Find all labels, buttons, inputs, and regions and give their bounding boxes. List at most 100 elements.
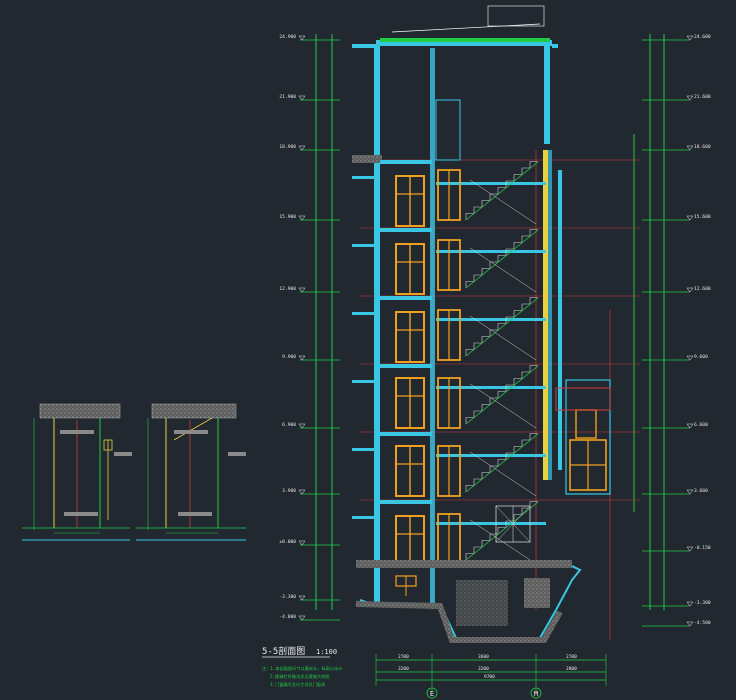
floor-slab — [352, 516, 374, 519]
drawing-title: 5-5剖面图 — [262, 645, 305, 657]
elevation-marker — [686, 546, 694, 552]
main-section — [352, 5, 640, 692]
elevation-label-right: 3.600 — [694, 488, 708, 494]
stair-rail — [465, 229, 539, 289]
elevation-label-left: 3.900 — [282, 488, 296, 494]
elevation-marker — [298, 423, 306, 429]
stair-flight — [465, 365, 538, 424]
stair-rail — [465, 433, 539, 493]
elevation-label-right: 6.600 — [694, 422, 708, 428]
elevation-label-left: 12.900 — [279, 286, 296, 292]
elevation-label-left: 6.900 — [282, 422, 296, 428]
stair-underside — [469, 247, 537, 293]
elevation-marker — [686, 489, 694, 495]
stair-flight — [465, 501, 538, 560]
elevation-label-right: 12.600 — [694, 286, 711, 292]
dim-mid-2: 3200 — [478, 666, 489, 672]
dim-mid-3: 2800 — [566, 666, 577, 672]
drawing-note-2: 2.楼梯栏杆做法详见建施大样图 — [270, 673, 329, 680]
dim-mid-1: 3200 — [398, 666, 409, 672]
elevation-marker — [686, 95, 694, 101]
stair-underside — [469, 315, 537, 361]
stair-rail — [465, 161, 539, 221]
elevation-marker — [298, 145, 306, 151]
floor-slab — [436, 522, 546, 525]
axis-label-e: E — [430, 690, 434, 698]
floor-slab — [352, 312, 374, 315]
stair-rail — [465, 297, 539, 357]
floor-slab — [352, 244, 374, 247]
stair-underside — [469, 179, 537, 225]
stair-flight — [465, 433, 538, 492]
dim-top-1: 2700 — [398, 654, 409, 660]
elevation-label-right: 9.600 — [694, 354, 708, 360]
elevation-marker — [686, 145, 694, 151]
floor-slab — [380, 296, 432, 300]
elevation-marker — [298, 595, 306, 601]
drawing-scale: 1:100 — [316, 648, 337, 656]
dim-total: 9700 — [484, 674, 495, 680]
floor-slab — [436, 250, 546, 253]
floor-slab — [380, 500, 432, 504]
floor-slab — [380, 364, 432, 368]
floor-slab — [380, 160, 432, 164]
stair-rail — [465, 365, 539, 425]
floor-slab — [436, 386, 546, 389]
elevation-label-left: 9.900 — [282, 354, 296, 360]
elevation-label-right: -0.150 — [694, 545, 711, 551]
floor-slab — [352, 380, 374, 383]
elevation-marker — [686, 355, 694, 361]
floor-slab — [352, 176, 374, 179]
elevation-label-right: -4.500 — [694, 620, 711, 626]
elevation-marker — [686, 287, 694, 293]
floor-slab — [380, 432, 432, 436]
stair-flight — [465, 229, 538, 288]
elevation-label-left: 24.900 — [279, 34, 296, 40]
elevation-marker — [686, 35, 694, 41]
right-elevation-column — [633, 34, 665, 610]
elevation-label-left: -3.300 — [279, 594, 296, 600]
elevation-label-right: 21.600 — [694, 94, 711, 100]
elevation-label-left: 18.900 — [279, 144, 296, 150]
axis-bubble-m — [530, 687, 542, 699]
floor-slab — [436, 454, 546, 457]
elevation-marker — [686, 601, 694, 607]
stair-rail — [465, 501, 539, 561]
elevation-label-right: 15.600 — [694, 214, 711, 220]
floor-slab — [352, 448, 374, 451]
stair-underside — [469, 451, 537, 497]
elevation-marker — [686, 621, 694, 627]
axis-bubble-e — [426, 687, 438, 699]
elevation-label-right: -3.300 — [694, 600, 711, 606]
detail-b — [136, 403, 246, 541]
elevation-label-left: 21.900 — [279, 94, 296, 100]
elevation-marker — [686, 215, 694, 221]
elevation-marker — [298, 615, 306, 621]
elevation-marker — [298, 540, 306, 546]
floor-slab — [436, 182, 546, 185]
elevation-label-right: 18.600 — [694, 144, 711, 150]
elevation-label-right: 24.600 — [694, 34, 711, 40]
detail-a — [22, 403, 132, 541]
elevation-marker — [298, 287, 306, 293]
elevation-marker — [298, 95, 306, 101]
elevation-label-left: -4.800 — [279, 614, 296, 620]
dim-top-2: 3600 — [478, 654, 489, 660]
elevation-label-left: ±0.000 — [279, 539, 296, 545]
floor-slab — [380, 228, 432, 232]
elevation-marker — [298, 215, 306, 221]
elevation-marker — [298, 489, 306, 495]
left-elevation-column — [315, 34, 333, 610]
stair-underside — [469, 383, 537, 429]
elevation-marker — [298, 35, 306, 41]
axis-label-m: M — [534, 690, 538, 698]
stair-flight — [465, 161, 538, 220]
drawing-note-3: 3.门窗编号及尺寸详见门窗表 — [270, 681, 326, 688]
dim-top-3: 2700 — [566, 654, 577, 660]
elevation-label-left: 15.900 — [279, 214, 296, 220]
drawing-note-1: 注：1.本剖面图尺寸以毫米计，标高以米计 — [262, 665, 342, 672]
elevation-marker — [686, 423, 694, 429]
elevation-marker — [298, 355, 306, 361]
stair-flight — [465, 297, 538, 356]
